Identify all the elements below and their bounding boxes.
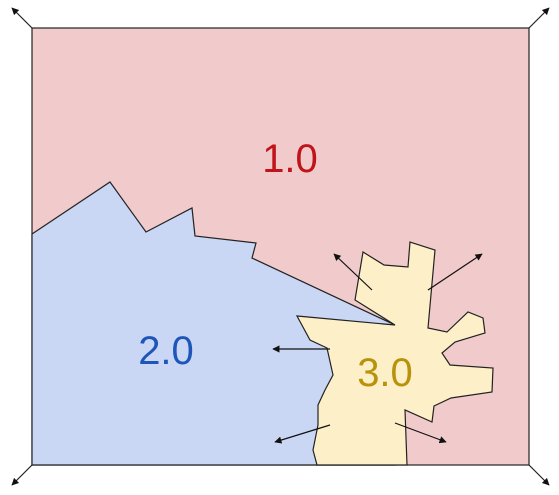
outward-arrow-icon: [333, 253, 373, 291]
region-2-area: [31, 181, 396, 466]
outward-arrow-icon: [274, 424, 331, 444]
outward-arrow-icon: [427, 253, 483, 291]
region-3-label: 3.0: [357, 351, 413, 395]
corner-arrows: [11, 7, 550, 486]
region-1-label: 1.0: [262, 137, 318, 181]
diagonal-arrow-icon: [11, 464, 33, 486]
diagonal-arrow-icon: [528, 7, 550, 29]
flow-arrows: [272, 253, 483, 444]
diagonal-arrow-icon: [528, 464, 550, 486]
diagonal-arrow-icon: [11, 7, 33, 29]
region-2-label: 2.0: [138, 329, 194, 373]
region-3-area: [295, 241, 494, 466]
outward-arrow-icon: [394, 422, 447, 444]
